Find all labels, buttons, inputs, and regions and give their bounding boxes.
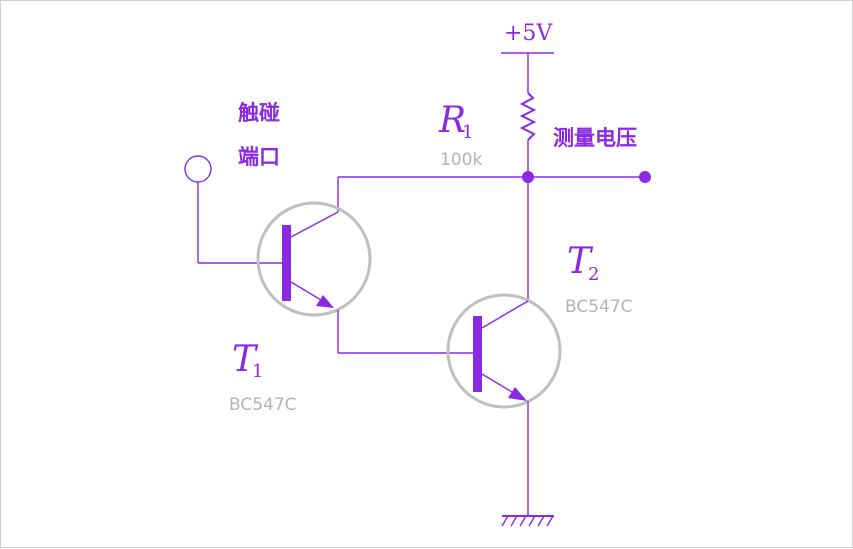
t2-subscript: 2 [588, 264, 599, 285]
t1-body [256, 201, 372, 317]
measure-terminal [639, 171, 651, 183]
ground-symbol [501, 515, 554, 527]
touch-port-label-line2: 端口 [238, 145, 280, 169]
t1-subscript: 1 [252, 361, 263, 382]
r1-symbol: R [438, 100, 466, 141]
t1-collector-lead [290, 211, 339, 238]
touch-port-label-line1: 触碰 [238, 101, 280, 125]
r1-subscript: 1 [462, 122, 473, 143]
t2-symbol: T [567, 241, 594, 282]
t2-base-bar [473, 316, 482, 392]
transistor-t1 [256, 201, 372, 317]
supply-label: +5V [504, 21, 553, 46]
t2-collector-lead [481, 300, 529, 329]
t2-emitter-arrow [508, 387, 527, 401]
r1-value: 100k [440, 150, 482, 170]
resistor-r1 [519, 92, 537, 141]
t1-emitter-arrow [316, 295, 334, 308]
measure-voltage-label: 测量电压 [553, 126, 637, 150]
transistor-t2 [446, 293, 562, 409]
t1-symbol: T [232, 339, 259, 380]
t2-body [446, 293, 562, 409]
touch-port-terminal [184, 155, 212, 183]
t2-model: BC547C [565, 297, 633, 317]
t1-base-bar [282, 225, 291, 301]
t1-model: BC547C [229, 395, 297, 415]
